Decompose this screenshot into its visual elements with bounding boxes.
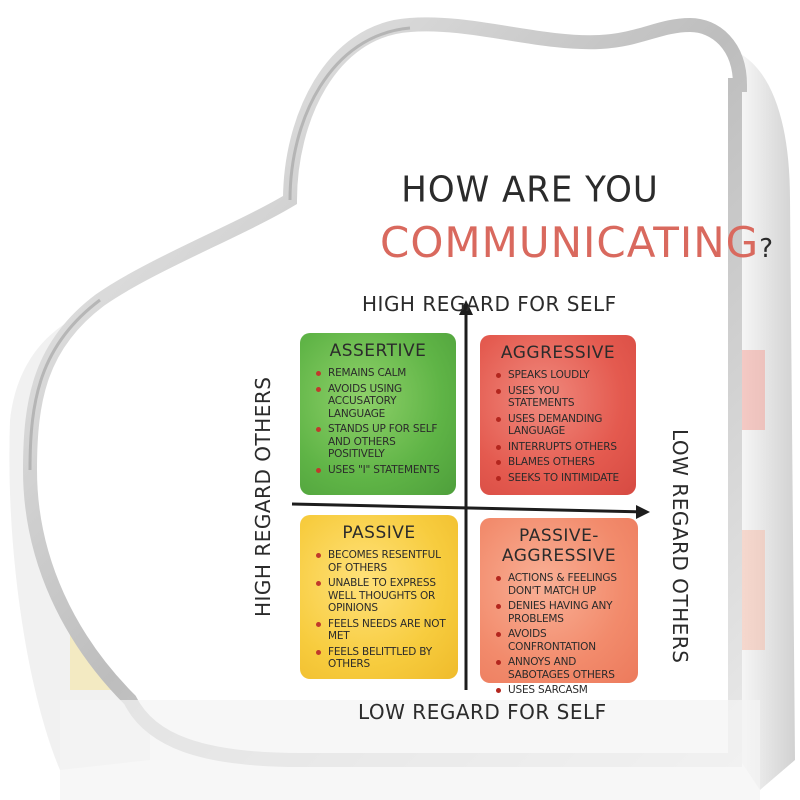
list-item: DENIES HAVING ANY PROBLEMS [496, 600, 630, 625]
quadrant-list: ACTIONS & FEELINGS DON'T MATCH UP DENIES… [488, 572, 630, 697]
quadrant-title: ASSERTIVE [329, 341, 427, 361]
list-item: SEEKS TO INTIMIDATE [496, 472, 628, 485]
title-question-mark: ? [759, 234, 775, 264]
horizontal-axis-arrow [636, 505, 650, 519]
list-item: UNABLE TO EXPRESS WELL THOUGHTS OR OPINI… [316, 577, 450, 615]
quadrant-passive: PASSIVE BECOMES RESENTFUL OF OTHERS UNAB… [300, 515, 458, 679]
quadrant-aggressive: AGGRESSIVE SPEAKS LOUDLY USES YOU STATEM… [480, 335, 636, 495]
list-item: FEELS NEEDS ARE NOT MET [316, 618, 450, 643]
list-item: INTERRUPTS OTHERS [496, 441, 628, 454]
quadrant-list: REMAINS CALM AVOIDS USING ACCUSATORY LAN… [308, 367, 448, 476]
axis-label-top: HIGH REGARD FOR SELF [362, 292, 617, 316]
list-item: SPEAKS LOUDLY [496, 369, 628, 382]
list-item: BLAMES OTHERS [496, 456, 628, 469]
title-how-are-you: HOW ARE YOU [401, 169, 659, 211]
horizontal-axis [291, 502, 646, 514]
list-item: FEELS BELITTLED BY OTHERS [316, 646, 450, 671]
list-item: AVOIDS CONFRONTATION [496, 628, 630, 653]
title-communicating: COMMUNICATING? [380, 218, 774, 267]
list-item: REMAINS CALM [316, 367, 448, 380]
list-item: ACTIONS & FEELINGS DON'T MATCH UP [496, 572, 630, 597]
list-item: ANNOYS AND SABOTAGES OTHERS [496, 656, 630, 681]
list-item: USES SARCASM [496, 684, 630, 697]
list-item: USES DEMANDING LANGUAGE [496, 413, 628, 438]
quadrant-list: SPEAKS LOUDLY USES YOU STATEMENTS USES D… [488, 369, 628, 484]
list-item: AVOIDS USING ACCUSATORY LANGUAGE [316, 383, 448, 421]
list-item: STANDS UP FOR SELF AND OTHERS POSITIVELY [316, 423, 448, 461]
axis-label-bottom: LOW REGARD FOR SELF [358, 700, 607, 724]
quadrant-title: PASSIVE [342, 523, 416, 543]
axis-label-left: HIGH REGARD OTHERS [251, 376, 275, 617]
quadrant-assertive: ASSERTIVE REMAINS CALM AVOIDS USING ACCU… [300, 333, 456, 495]
title-main-word: COMMUNICATING [380, 218, 760, 267]
list-item: BECOMES RESENTFUL OF OTHERS [316, 549, 450, 574]
quadrant-title: PASSIVE-AGGRESSIVE [501, 526, 617, 566]
quadrant-title: AGGRESSIVE [500, 343, 616, 363]
axis-label-right: LOW REGARD OTHERS [668, 429, 692, 664]
vertical-axis-arrow [459, 300, 473, 315]
quadrant-list: BECOMES RESENTFUL OF OTHERS UNABLE TO EX… [308, 549, 450, 671]
list-item: USES YOU STATEMENTS [496, 385, 628, 410]
list-item: USES "I" STATEMENTS [316, 464, 448, 477]
base-reflection [60, 700, 760, 800]
quadrant-passive-aggressive: PASSIVE-AGGRESSIVE ACTIONS & FEELINGS DO… [480, 518, 638, 696]
